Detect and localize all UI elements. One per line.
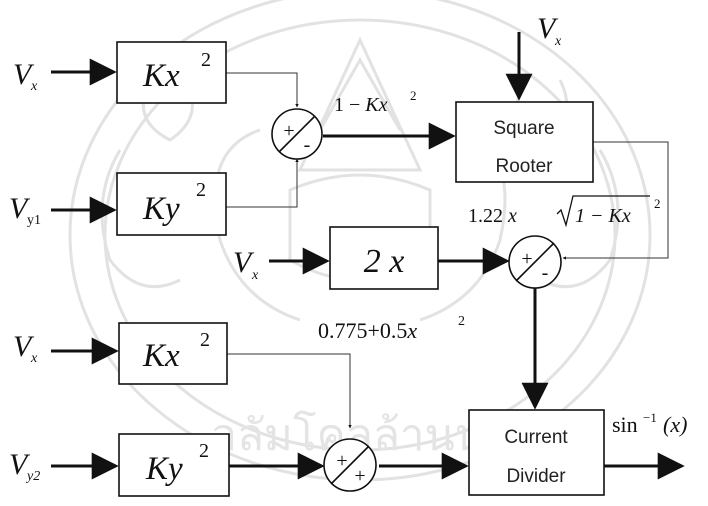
svg-text:2: 2 [654, 196, 661, 211]
label-output-arcsin: sin −1 (x) [612, 410, 687, 437]
svg-text:2: 2 [196, 179, 206, 201]
svg-text:(x): (x) [663, 412, 687, 437]
summer-mid: + - [508, 235, 562, 289]
signal-wires [51, 32, 685, 480]
svg-text:1 − Kx: 1 − Kx [334, 94, 388, 116]
svg-text:V: V [13, 58, 35, 91]
svg-text:+: + [521, 248, 532, 270]
block-current-divider: Current Divider [468, 409, 605, 496]
svg-text:2 x: 2 x [364, 243, 405, 280]
input-vx-sqrt: V x [537, 12, 562, 49]
svg-text:Kx: Kx [142, 58, 180, 94]
svg-text:1 − Kx: 1 − Kx [575, 205, 631, 227]
svg-text:Ky: Ky [145, 451, 183, 487]
svg-text:Divider: Divider [506, 466, 566, 487]
svg-text:2: 2 [200, 329, 210, 351]
svg-text:2: 2 [458, 314, 465, 329]
svg-text:−1: −1 [643, 410, 657, 425]
block-ky2-top: Ky 2 [116, 172, 227, 236]
input-vy1: V y1 [9, 192, 41, 228]
svg-text:-: - [304, 134, 311, 156]
svg-text:sin: sin [612, 412, 638, 437]
svg-text:2: 2 [199, 440, 209, 462]
block-kx2-top: Kx 2 [116, 41, 227, 104]
summer-bottom: + + [323, 438, 377, 492]
svg-text:V: V [233, 246, 255, 279]
summer-top: + - [271, 108, 323, 160]
label-one-minus-kx2: 1 − Kx 2 [334, 88, 417, 116]
label-sqrt-expression: 1.22 x 1 − Kx 2 [468, 195, 661, 228]
input-vy2: V y2 [9, 448, 40, 484]
label-polynomial: 0.775+0.5x 2 [318, 314, 465, 343]
svg-text:Square: Square [493, 118, 554, 139]
svg-text:Kx: Kx [142, 338, 180, 374]
svg-text:Rooter: Rooter [495, 156, 553, 177]
svg-text:V: V [9, 192, 31, 225]
svg-text:y1: y1 [27, 213, 41, 228]
svg-text:+: + [283, 120, 294, 142]
svg-text:x: x [554, 34, 562, 49]
input-vx-low: V x [13, 330, 38, 366]
block-two-x: 2 x [329, 226, 439, 290]
svg-text:V: V [9, 448, 31, 481]
svg-text:x: x [30, 351, 38, 366]
svg-text:2: 2 [201, 49, 211, 71]
sqrt-radical-sign [556, 195, 650, 228]
svg-text:Current: Current [504, 427, 568, 448]
svg-text:x: x [251, 268, 259, 283]
block-kx2-bottom: Kx 2 [118, 322, 228, 385]
svg-text:y2: y2 [25, 469, 40, 484]
svg-text:x: x [30, 79, 38, 94]
svg-text:1.22 x: 1.22 x [468, 205, 517, 227]
input-vx-top: V x [13, 58, 38, 94]
svg-text:Ky: Ky [142, 191, 180, 227]
svg-text:0.775+0.5x: 0.775+0.5x [318, 318, 417, 343]
svg-text:V: V [13, 330, 35, 363]
svg-text:+: + [336, 450, 347, 472]
svg-text:-: - [542, 262, 549, 284]
input-vx-mid: V x [233, 246, 259, 283]
block-square-rooter: Square Rooter [455, 101, 594, 183]
svg-text:V: V [537, 12, 559, 45]
block-ky2-bottom: Ky 2 [118, 433, 230, 497]
svg-text:2: 2 [410, 88, 417, 103]
svg-text:+: + [354, 465, 365, 487]
